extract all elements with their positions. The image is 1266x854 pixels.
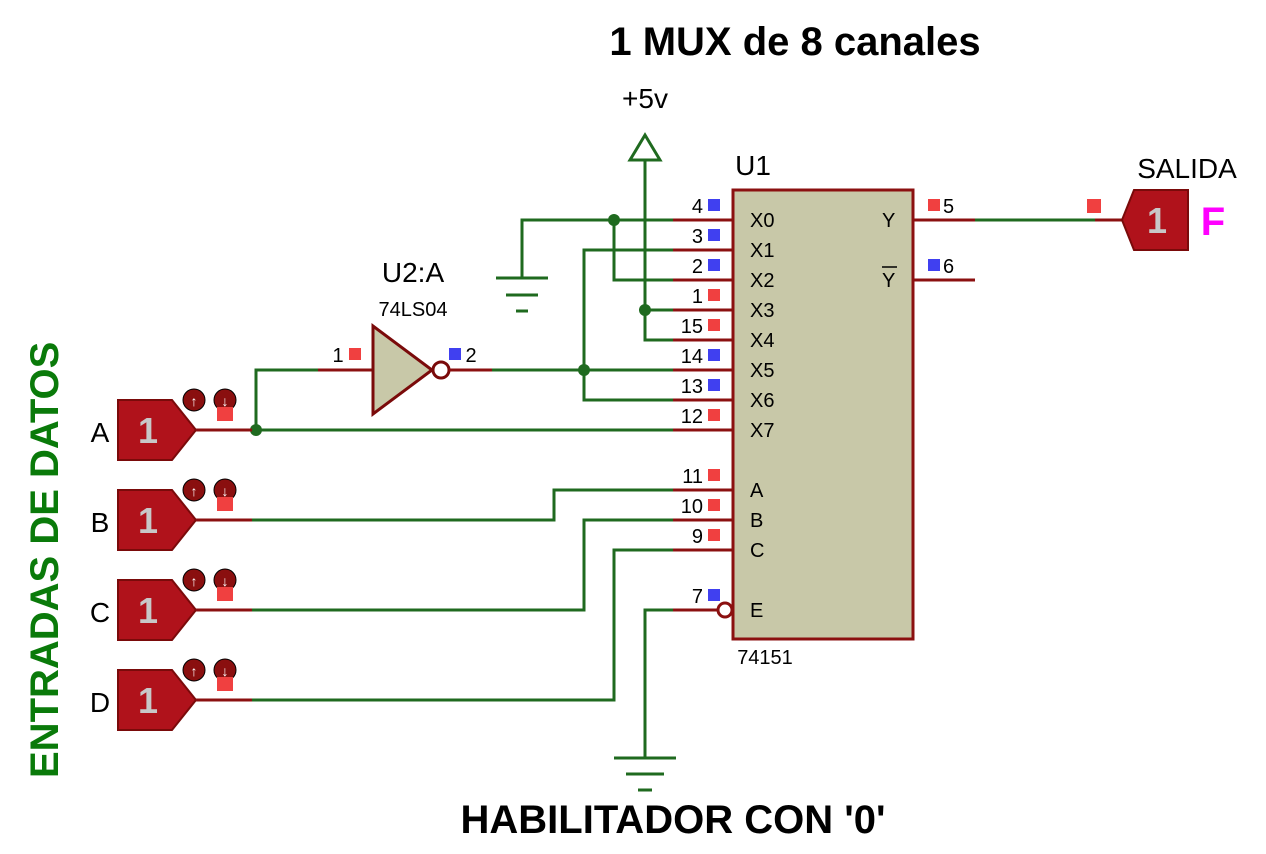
svg-text:↑: ↑ (191, 393, 198, 409)
pin-number: 13 (681, 376, 703, 398)
pin-name: E (750, 600, 763, 622)
pin-name: C (750, 540, 764, 562)
function-label: F (1201, 200, 1225, 244)
input-label: D (90, 687, 110, 718)
pin-name: A (750, 480, 764, 502)
pin-name: X1 (750, 240, 774, 262)
pin-number: 11 (682, 466, 703, 488)
pin-number: 2 (465, 345, 476, 367)
pin-state-marker (217, 407, 233, 421)
toggle-up-icon[interactable] (182, 478, 206, 502)
output-probe[interactable]: SALIDA 1 F (1087, 153, 1237, 251)
power-terminal: +5v (622, 83, 668, 162)
pin-name: B (750, 510, 763, 532)
pin-number: 4 (692, 196, 703, 218)
pin-name: X4 (750, 330, 774, 352)
output-label: SALIDA (1137, 153, 1237, 184)
inverter-part: 74LS04 (379, 299, 448, 321)
input-label: C (90, 597, 110, 628)
pin-number: 12 (681, 406, 703, 428)
pin-name: X5 (750, 360, 774, 382)
svg-text:↓: ↓ (222, 573, 229, 589)
input-value: 1 (138, 680, 158, 721)
pin-number: 15 (681, 316, 703, 338)
pin-number: 9 (692, 526, 703, 548)
mux-part: 74151 (737, 647, 793, 669)
toggle-up-icon[interactable] (182, 568, 206, 592)
pin-name: Y (882, 210, 895, 232)
junctions (250, 214, 651, 436)
output-value: 1 (1147, 200, 1167, 241)
pin-number: 7 (692, 586, 703, 608)
pin-number: 2 (692, 256, 703, 278)
pin-name: X2 (750, 270, 774, 292)
svg-text:↓: ↓ (222, 393, 229, 409)
toggle-up-icon[interactable] (182, 388, 206, 412)
pin-number: 5 (943, 196, 954, 218)
pin-state-markers (708, 199, 940, 601)
inverter-u2a[interactable]: U2:A 74LS04 1 2 (318, 257, 492, 417)
inputs-side-label: ENTRADAS DE DATOS (23, 342, 67, 778)
input-label: A (91, 417, 110, 448)
mux-74151[interactable]: U1 74151 4 3 2 1 15 14 13 12 11 10 9 (673, 150, 975, 669)
pin-name: X3 (750, 300, 774, 322)
pin-number: 6 (943, 256, 954, 278)
input-value: 1 (138, 500, 158, 541)
pin-name: X6 (750, 390, 774, 412)
mux-ref: U1 (735, 150, 771, 181)
svg-text:↑: ↑ (191, 483, 198, 499)
pin-number: 10 (681, 496, 703, 518)
ground-icon (496, 276, 548, 313)
power-label: +5v (622, 83, 668, 114)
input-value: 1 (138, 410, 158, 451)
input-probe-b[interactable]: B 1 ↑ ↓ (91, 478, 252, 551)
pin-name: X7 (750, 420, 774, 442)
pin-name: Y (882, 270, 895, 292)
pin-state-marker (217, 497, 233, 511)
svg-text:↓: ↓ (222, 663, 229, 679)
inverter-ref: U2:A (382, 257, 445, 288)
pin-state-marker (1087, 199, 1101, 213)
pin-number: 14 (681, 346, 703, 368)
input-probe-a[interactable]: A 1 ↑ ↓ (91, 388, 252, 461)
enable-note: HABILITADOR CON '0' (461, 798, 886, 842)
diagram-title: 1 MUX de 8 canales (609, 20, 980, 64)
pin-state-marker (217, 677, 233, 691)
input-probe-c[interactable]: C 1 ↑ ↓ (90, 568, 252, 641)
svg-text:↓: ↓ (222, 483, 229, 499)
pin-number: 1 (332, 345, 343, 367)
pin-state-marker (217, 587, 233, 601)
pin-name: X0 (750, 210, 774, 232)
toggle-up-icon[interactable] (182, 658, 206, 682)
ground-icon (614, 756, 676, 792)
pin-number: 1 (692, 286, 703, 308)
svg-text:↑: ↑ (191, 663, 198, 679)
input-value: 1 (138, 590, 158, 631)
input-probe-d[interactable]: D 1 ↑ ↓ (90, 658, 252, 731)
svg-text:↑: ↑ (191, 573, 198, 589)
input-label: B (91, 507, 110, 538)
pin-number: 3 (692, 226, 703, 248)
